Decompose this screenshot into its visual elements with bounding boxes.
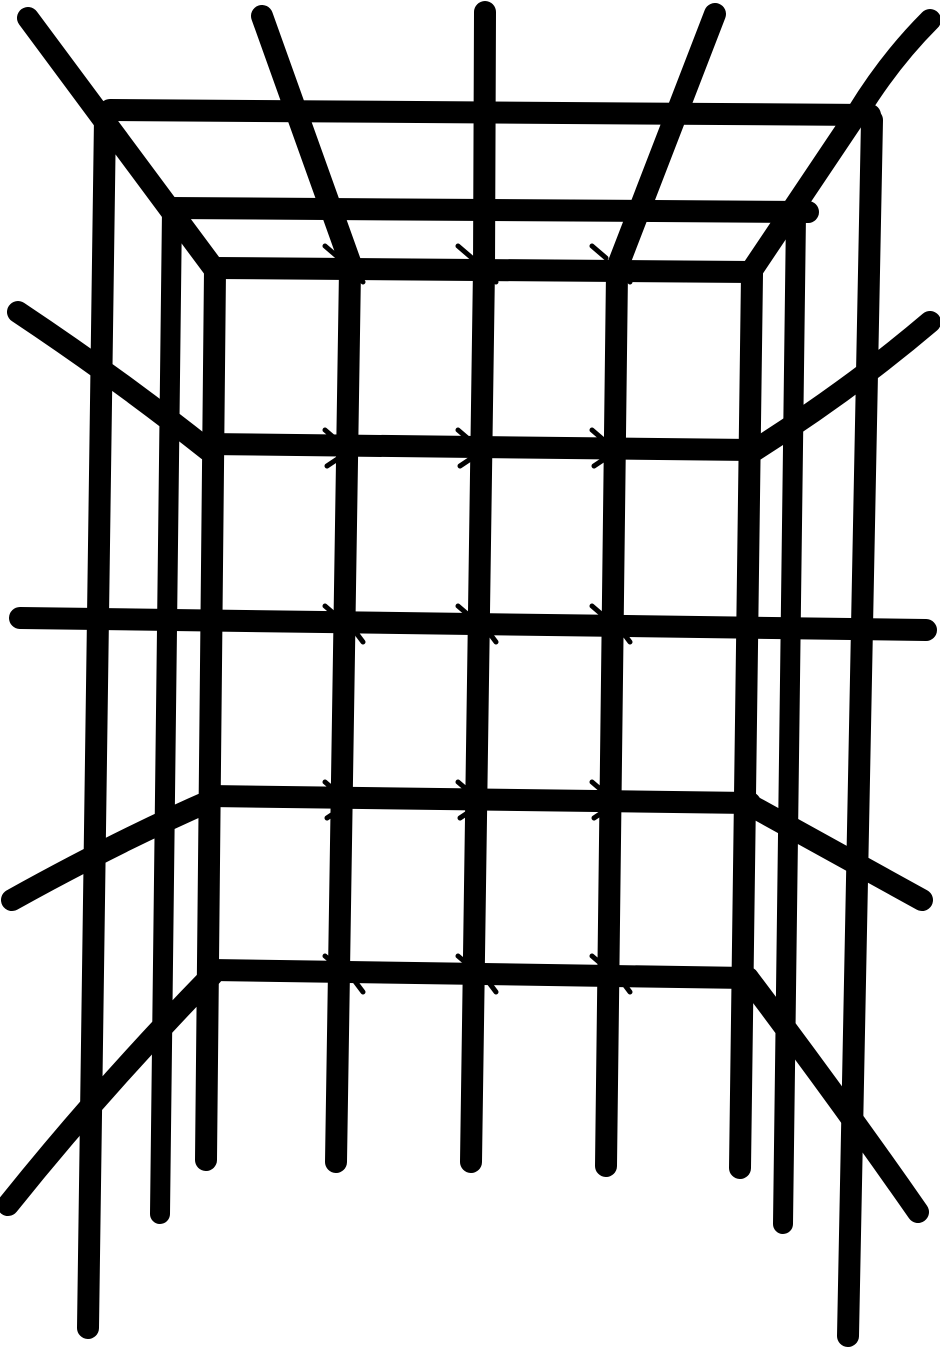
inner-post-right bbox=[740, 274, 752, 1168]
grid-horizontal-bar-4 bbox=[212, 970, 748, 978]
radial-top-bar-3 bbox=[484, 12, 485, 268]
grid-vertical-bar-2 bbox=[471, 268, 484, 1162]
grid-horizontal-bar-1 bbox=[205, 444, 752, 450]
grid-vertical-bar-3 bbox=[606, 272, 617, 1166]
grid-vertical-bar-1 bbox=[336, 270, 350, 1162]
middle-post-right bbox=[783, 214, 796, 1224]
middle-post-left bbox=[160, 210, 172, 1214]
inner-post-left bbox=[206, 270, 215, 1160]
